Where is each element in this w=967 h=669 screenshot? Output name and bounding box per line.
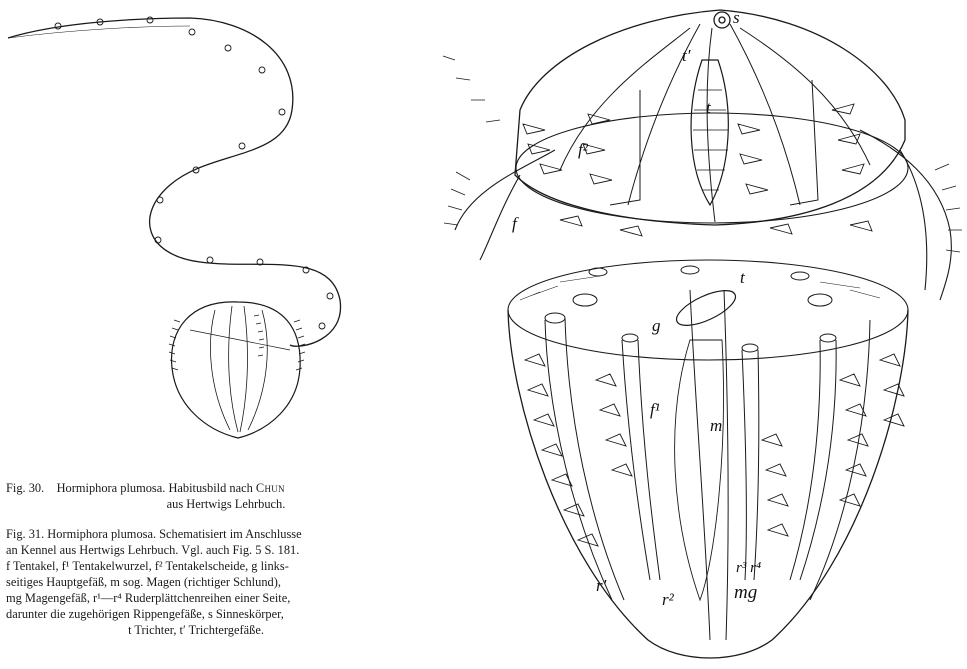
caption-line: seitiges Hauptgefäß, m sog. Magen (richt… (6, 574, 506, 590)
label-s: s (733, 8, 740, 28)
figure-30-caption: Fig. 30. Hormiphora plumosa. Habitusbild… (6, 480, 506, 512)
label-g: g (652, 316, 661, 336)
tentacle-left (455, 150, 555, 260)
figure-30-number: Fig. 30. (6, 481, 44, 495)
label-m: m (710, 416, 722, 436)
caption-line: Fig. 31. Hormiphora plumosa. Schematisie… (6, 526, 506, 542)
label-r1: r′ (596, 576, 606, 596)
label-f: f (512, 214, 517, 234)
figure-30-title: Hormiphora plumosa. Habitusbild nach (57, 481, 253, 495)
figure-31-caption-body: Fig. 31. Hormiphora plumosa. Schematisie… (6, 526, 506, 638)
label-mg: mg (734, 582, 757, 604)
label-r3-r4: r³ r⁴ (736, 560, 761, 577)
label-t-upper: t (706, 98, 711, 118)
stomach (675, 340, 724, 600)
label-t-lower: t (740, 268, 745, 288)
figure-30-author: Chun (256, 481, 285, 495)
caption-line: mg Magengefäß, r¹—r⁴ Ruderplättchenreihe… (6, 590, 506, 606)
label-r2: r² (662, 590, 674, 610)
funnel-upper (691, 60, 728, 205)
figure-31-caption: Fig. 31. Hormiphora plumosa. Schematisie… (6, 526, 506, 638)
lower-rim (508, 260, 908, 360)
caption-line: t Trichter, t′ Trichtergefäße. (6, 622, 386, 638)
label-t-prime-upper: t′ (682, 46, 690, 66)
figure-30-caption-line2: aus Hertwigs Lehrbuch. (6, 496, 406, 512)
caption-line: f Tentakel, f¹ Tentakelwurzel, f² Tentak… (6, 558, 506, 574)
sense-organ (714, 12, 730, 28)
label-f2: f² (578, 140, 588, 160)
caption-line: darunter die zugehörigen Rippengefäße, s… (6, 606, 506, 622)
funnel-lower (672, 284, 740, 333)
caption-line: an Kennel aus Hertwigs Lehrbuch. Vgl. au… (6, 542, 506, 558)
tentacle-right (860, 130, 951, 300)
figure-30-caption-line1: Fig. 30. Hormiphora plumosa. Habitusbild… (6, 480, 506, 496)
label-f1: f¹ (650, 400, 660, 420)
